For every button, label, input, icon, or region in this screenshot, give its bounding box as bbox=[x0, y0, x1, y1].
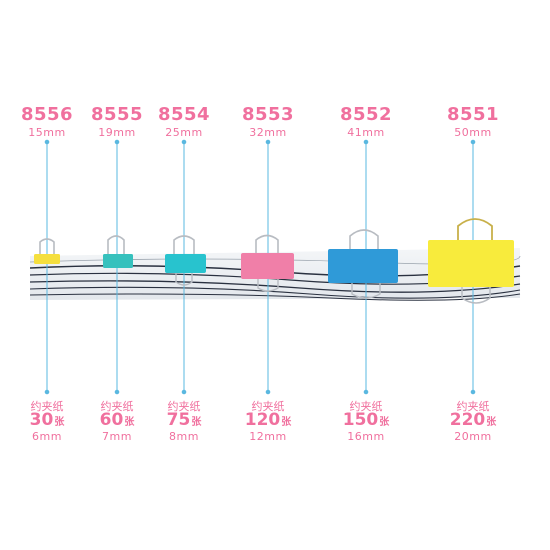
capacity-label: 约夹纸 bbox=[349, 400, 383, 413]
width-label: 41mm bbox=[347, 126, 385, 139]
model-label: 8554 bbox=[157, 104, 211, 125]
width-label: 25mm bbox=[165, 126, 203, 139]
binder-clip-8551 bbox=[428, 218, 514, 304]
sheet-count: 120张 bbox=[244, 410, 292, 430]
binder-clip-8555 bbox=[103, 235, 133, 268]
binder-clip-8556 bbox=[34, 238, 60, 264]
leader-lines bbox=[44, 139, 476, 395]
binder-clip-8552 bbox=[328, 229, 398, 299]
model-label: 8552 bbox=[339, 104, 393, 125]
thickness-label: 12mm bbox=[249, 430, 287, 443]
thickness-label: 8mm bbox=[169, 430, 199, 443]
binder-clip-8553 bbox=[241, 234, 294, 292]
thickness-label: 6mm bbox=[32, 430, 62, 443]
capacity-label: 约夹纸 bbox=[456, 400, 490, 413]
width-label: 50mm bbox=[454, 126, 492, 139]
width-label: 15mm bbox=[28, 126, 66, 139]
width-label: 19mm bbox=[98, 126, 136, 139]
binder-clip-8554 bbox=[165, 235, 206, 286]
model-label: 8555 bbox=[90, 104, 144, 125]
model-label: 8553 bbox=[241, 104, 295, 125]
sheet-count: 75张 bbox=[166, 410, 202, 430]
sheet-count: 220张 bbox=[449, 410, 497, 430]
width-label: 32mm bbox=[249, 126, 287, 139]
thickness-label: 16mm bbox=[347, 430, 385, 443]
capacity-label: 约夹纸 bbox=[167, 400, 201, 413]
sheet-count: 60张 bbox=[99, 410, 135, 430]
capacity-label: 约夹纸 bbox=[100, 400, 134, 413]
capacity-label: 约夹纸 bbox=[251, 400, 285, 413]
model-label: 8551 bbox=[446, 104, 500, 125]
capacity-label: 约夹纸 bbox=[30, 400, 64, 413]
sheet-count: 150张 bbox=[342, 410, 390, 430]
thickness-label: 20mm bbox=[454, 430, 492, 443]
sheet-count: 30张 bbox=[29, 410, 65, 430]
thickness-label: 7mm bbox=[102, 430, 132, 443]
model-label: 8556 bbox=[20, 104, 74, 125]
